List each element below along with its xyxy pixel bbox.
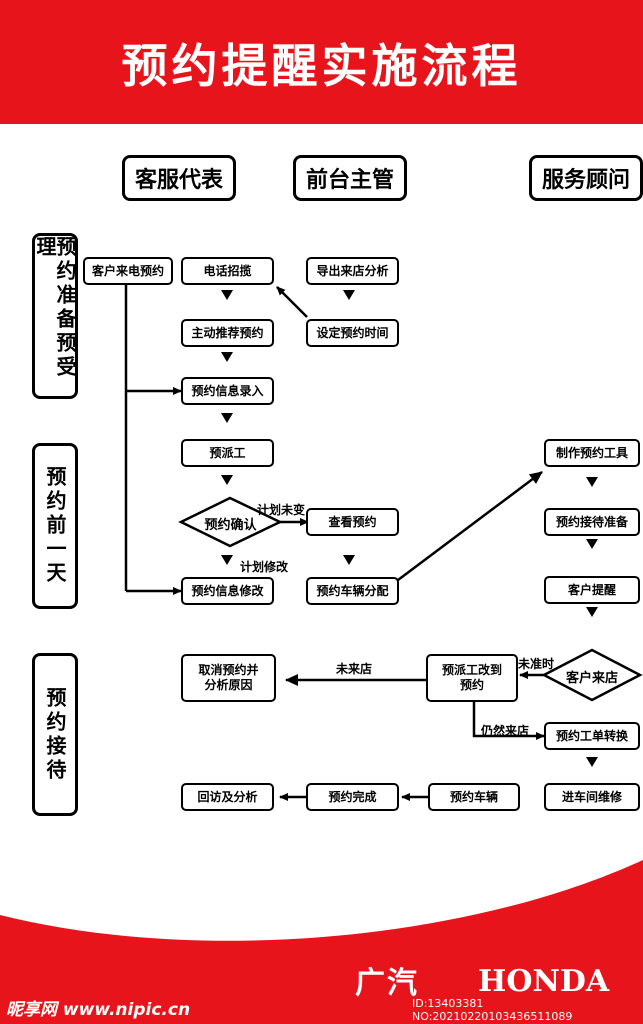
role-advisor: 服务顾问 — [529, 155, 643, 201]
label-not-arrived: 未来店 — [336, 662, 373, 676]
arrow-down-3 — [221, 352, 233, 362]
node-customer-arrive: 客户来店 — [565, 671, 618, 686]
label-not-on-time: 未准时 — [518, 657, 555, 671]
node-confirm: 预约确认 — [204, 518, 257, 533]
node-set-time: 设定预约时间 — [306, 319, 399, 347]
node-booking-done: 预约完成 — [306, 783, 399, 811]
label-plan-modified: 计划修改 — [240, 560, 289, 574]
node-proactive-recommend: 主动推荐预约 — [181, 319, 274, 347]
node-info-entry: 预约信息录入 — [181, 377, 274, 405]
arrow-down-10 — [586, 607, 598, 617]
node-info-modify: 预约信息修改 — [181, 577, 274, 605]
node-reception-prep: 预约接待准备 — [544, 508, 640, 536]
arrow-down-4 — [221, 413, 233, 423]
arrow-down-5 — [221, 475, 233, 485]
connector-assign-to-tools — [397, 471, 543, 581]
page-title: 预约提醒实施流程 — [121, 39, 522, 93]
connector-settime-to-solicit — [276, 286, 308, 318]
diamond-arrive — [541, 648, 643, 702]
node-export-analysis: 导出来店分析 — [306, 257, 399, 285]
watermark-id: ID:13403381 NO:20210220103436511089 — [412, 997, 573, 1023]
connector-redispatch-to-workorder — [472, 702, 545, 740]
phase-reception: 预约接待 — [32, 653, 78, 816]
phase-day-before: 预约前一天 — [32, 443, 78, 609]
node-customer-call: 客户来电预约 — [83, 257, 173, 285]
node-enter-workshop: 进车间维修 — [544, 783, 640, 811]
arrow-down-6 — [221, 555, 233, 565]
label-still-arrived: 仍然来店 — [481, 724, 530, 738]
arrow-down-11 — [586, 757, 598, 767]
label-plan-unchanged: 计划未变 — [257, 503, 306, 517]
node-work-order-convert: 预约工单转换 — [544, 722, 640, 750]
honda-logo: HONDA — [478, 964, 610, 999]
node-booked-vehicle: 预约车辆 — [428, 783, 520, 811]
arrow-down-1 — [221, 290, 233, 300]
phase-prepare: 预约准备预受理 — [32, 233, 78, 399]
node-check-booking: 查看预约 — [306, 508, 399, 536]
arrow-down-7 — [343, 555, 355, 565]
node-followup: 回访及分析 — [181, 783, 274, 811]
arrow-down-2 — [343, 290, 355, 300]
node-vehicle-assign: 预约车辆分配 — [306, 577, 399, 605]
role-service-rep: 客服代表 — [122, 155, 236, 201]
node-make-tools: 制作预约工具 — [544, 439, 640, 467]
role-front-desk: 前台主管 — [293, 155, 407, 201]
watermark-site: 昵享网 www.nipic.cn — [6, 1000, 191, 1020]
node-cancel-analysis: 取消预约并分析原因 — [181, 654, 276, 702]
title-banner: 预约提醒实施流程 — [0, 0, 643, 124]
node-pre-dispatch: 预派工 — [181, 439, 274, 467]
node-customer-remind: 客户提醒 — [544, 576, 640, 604]
node-redispatch: 预派工改到预约 — [426, 654, 518, 702]
diamond-confirm — [178, 496, 283, 548]
arrow-down-8 — [586, 477, 598, 487]
node-phone-solicit: 电话招揽 — [181, 257, 274, 285]
arrow-down-9 — [586, 539, 598, 549]
gac-logo: 广汽 — [355, 966, 419, 1001]
